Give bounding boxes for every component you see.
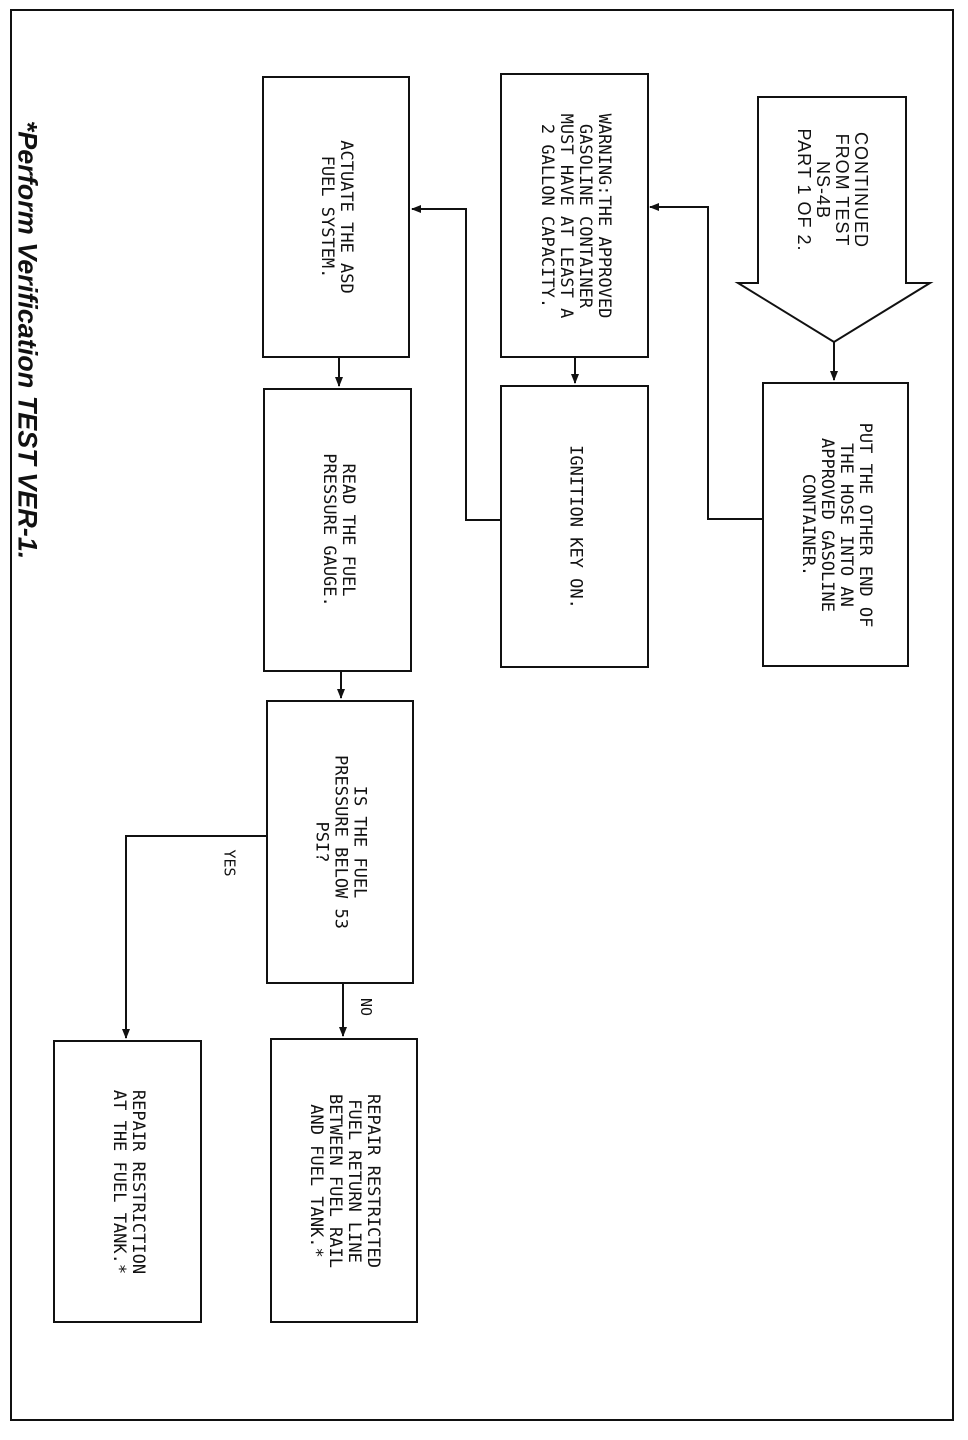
connector-yes-branch xyxy=(122,835,266,1039)
question-text: IS THE FUEL PRESSURE BELOW 53 PSI? xyxy=(311,755,370,929)
page-frame xyxy=(10,9,954,1421)
repair-return-box: REPAIR RESTRICTED FUEL RETURN LINE BETWE… xyxy=(270,1038,418,1323)
question-box: IS THE FUEL PRESSURE BELOW 53 PSI? xyxy=(266,700,414,984)
put-hose-box: PUT THE OTHER END OF THE HOSE INTO AN AP… xyxy=(762,382,909,667)
ignition-text: IGNITION KEY ON. xyxy=(565,444,585,609)
start-text: CONTINUED FROM TEST NS-4B PART 1 OF 2. xyxy=(794,128,871,252)
repair-tank-text: REPAIR RESTRICTION AT THE FUEL TANK.* xyxy=(108,1089,148,1274)
read-gauge-box: READ THE FUEL PRESSURE GAUGE. xyxy=(263,388,412,672)
warning-box: WARNING:THE APPROVED GASOLINE CONTAINER … xyxy=(500,73,649,358)
actuate-text: ACTUATE THE ASD FUEL SYSTEM. xyxy=(317,140,356,294)
actuate-box: ACTUATE THE ASD FUEL SYSTEM. xyxy=(262,76,410,358)
connector-put-hose-to-warning xyxy=(649,203,762,520)
connector-ignition-to-actuate xyxy=(411,205,500,521)
start-node: CONTINUED FROM TEST NS-4B PART 1 OF 2. xyxy=(758,97,906,283)
repair-tank-box: REPAIR RESTRICTION AT THE FUEL TANK.* xyxy=(53,1040,202,1323)
yes-label: YES xyxy=(220,849,239,877)
ignition-box: IGNITION KEY ON. xyxy=(500,385,649,668)
repair-return-text: REPAIR RESTRICTED FUEL RETURN LINE BETWE… xyxy=(306,1093,383,1268)
put-hose-text: PUT THE OTHER END OF THE HOSE INTO AN AP… xyxy=(797,422,875,627)
warning-text: WARNING:THE APPROVED GASOLINE CONTAINER … xyxy=(536,113,614,318)
read-gauge-text: READ THE FUEL PRESSURE GAUGE. xyxy=(318,453,358,607)
start-arrow-shape xyxy=(734,96,934,344)
no-label: NO xyxy=(357,997,376,1017)
